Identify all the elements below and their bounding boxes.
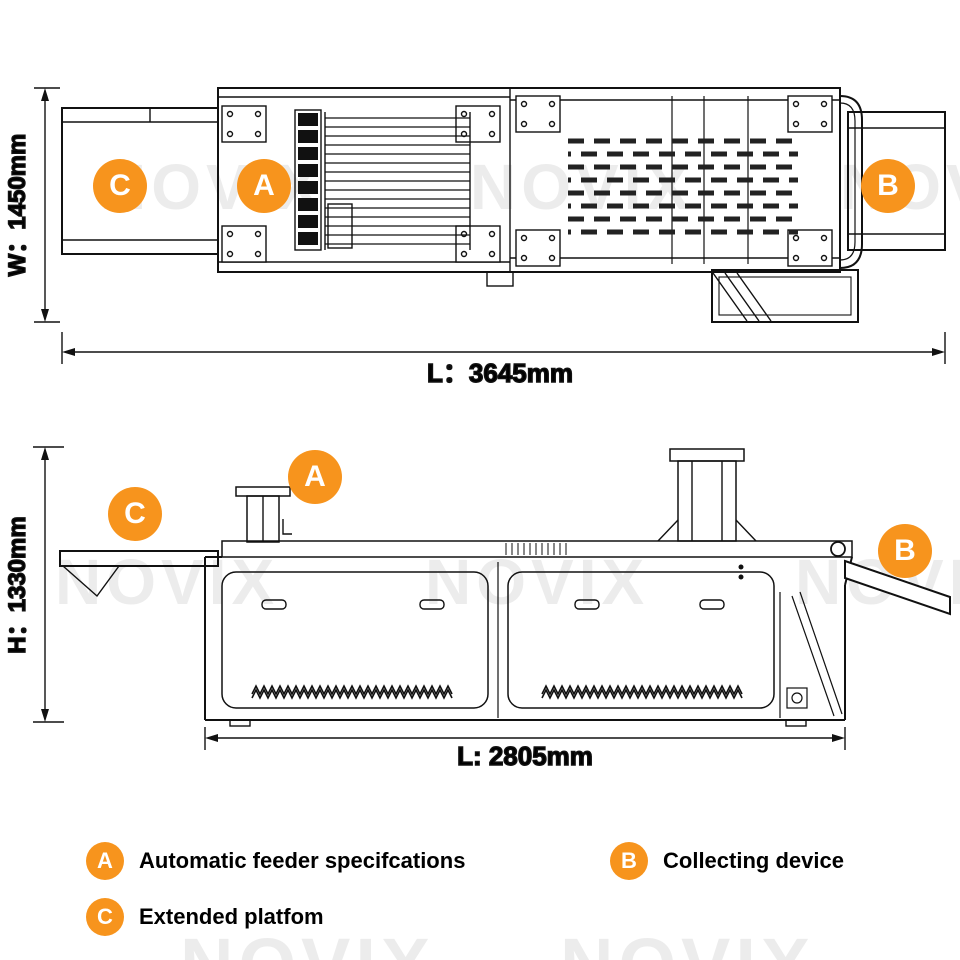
machine-foot	[785, 719, 807, 727]
top-main-frame	[217, 87, 841, 273]
under-frame-box	[486, 271, 514, 287]
legend-label-c: Extended platfom	[139, 904, 324, 929]
legend-label-b: Collecting device	[663, 848, 844, 873]
legend-item-c: C Extended platfom	[86, 898, 324, 936]
access-door	[786, 687, 808, 709]
callout-a-top: A	[237, 159, 291, 213]
left-door-panel	[221, 571, 489, 709]
top-length-dimension: L：3645mm	[61, 332, 946, 389]
top-view: W：1450mm L：3645mm	[3, 87, 946, 389]
legend-label-a: Automatic feeder specifcations	[139, 848, 466, 873]
door-handle	[419, 599, 445, 610]
collecting-chute	[844, 559, 951, 616]
side-length-dimension: L: 2805mm	[204, 727, 846, 772]
feeder-stack-plates	[298, 113, 318, 245]
novix-watermark: NOVIX	[55, 546, 280, 618]
side-view: H：1330mm L: 2805mm	[3, 446, 951, 772]
right-frame-pipe	[839, 95, 863, 269]
legend-item-b: B Collecting device	[610, 842, 844, 880]
corner-mount-plate	[221, 225, 267, 263]
legend-badge-c: C	[86, 898, 124, 936]
corner-mount-plate	[515, 95, 561, 133]
feeder-roller-lines	[325, 117, 470, 245]
width-dimension-label: W：1450mm	[4, 134, 31, 277]
legend-item-a: A Automatic feeder specifcations	[86, 842, 465, 880]
feeder-bracket	[327, 203, 353, 249]
top-right-extension-platform	[847, 111, 946, 251]
feeder-tower	[657, 448, 757, 542]
feeder-section	[221, 105, 501, 263]
machine-body-side	[204, 556, 853, 727]
right-door-panel	[507, 571, 775, 709]
feeder-stack-frame	[294, 109, 322, 251]
callout-b-side: B	[878, 524, 932, 578]
callout-c-side: C	[108, 487, 162, 541]
door-handle	[261, 599, 287, 610]
legend-badge-b: B	[610, 842, 648, 880]
door-handle	[699, 599, 725, 610]
conveyor-section	[515, 95, 863, 269]
legend-badge-a: A	[86, 842, 124, 880]
feeder-chimney	[235, 486, 292, 543]
callout-b-top: B	[861, 159, 915, 213]
novix-watermark: NOVIX	[470, 151, 695, 223]
side-length-dimension-label: L: 2805mm	[457, 741, 593, 771]
corner-mount-plate	[515, 229, 561, 267]
slot-belt-rows	[568, 138, 798, 222]
height-dimension: H：1330mm	[3, 446, 64, 723]
end-roller	[830, 541, 846, 557]
novix-watermark: NOVIX	[180, 922, 435, 960]
corner-mount-plate	[787, 229, 833, 267]
top-length-dimension-label: L：3645mm	[427, 358, 573, 388]
corner-mount-plate	[221, 105, 267, 143]
top-rail	[221, 540, 853, 558]
machine-foot	[229, 719, 251, 727]
corner-mount-plate	[787, 95, 833, 133]
callout-c-top: C	[93, 159, 147, 213]
novix-watermark: NOVIX	[560, 922, 815, 960]
height-dimension-label: H：1330mm	[4, 516, 31, 653]
width-dimension: W：1450mm	[3, 87, 60, 323]
door-handle	[574, 599, 600, 610]
novix-watermark: NOVIX	[425, 546, 650, 618]
side-extended-platform	[59, 550, 219, 598]
step-platform	[486, 269, 859, 323]
callout-a-side: A	[288, 450, 342, 504]
